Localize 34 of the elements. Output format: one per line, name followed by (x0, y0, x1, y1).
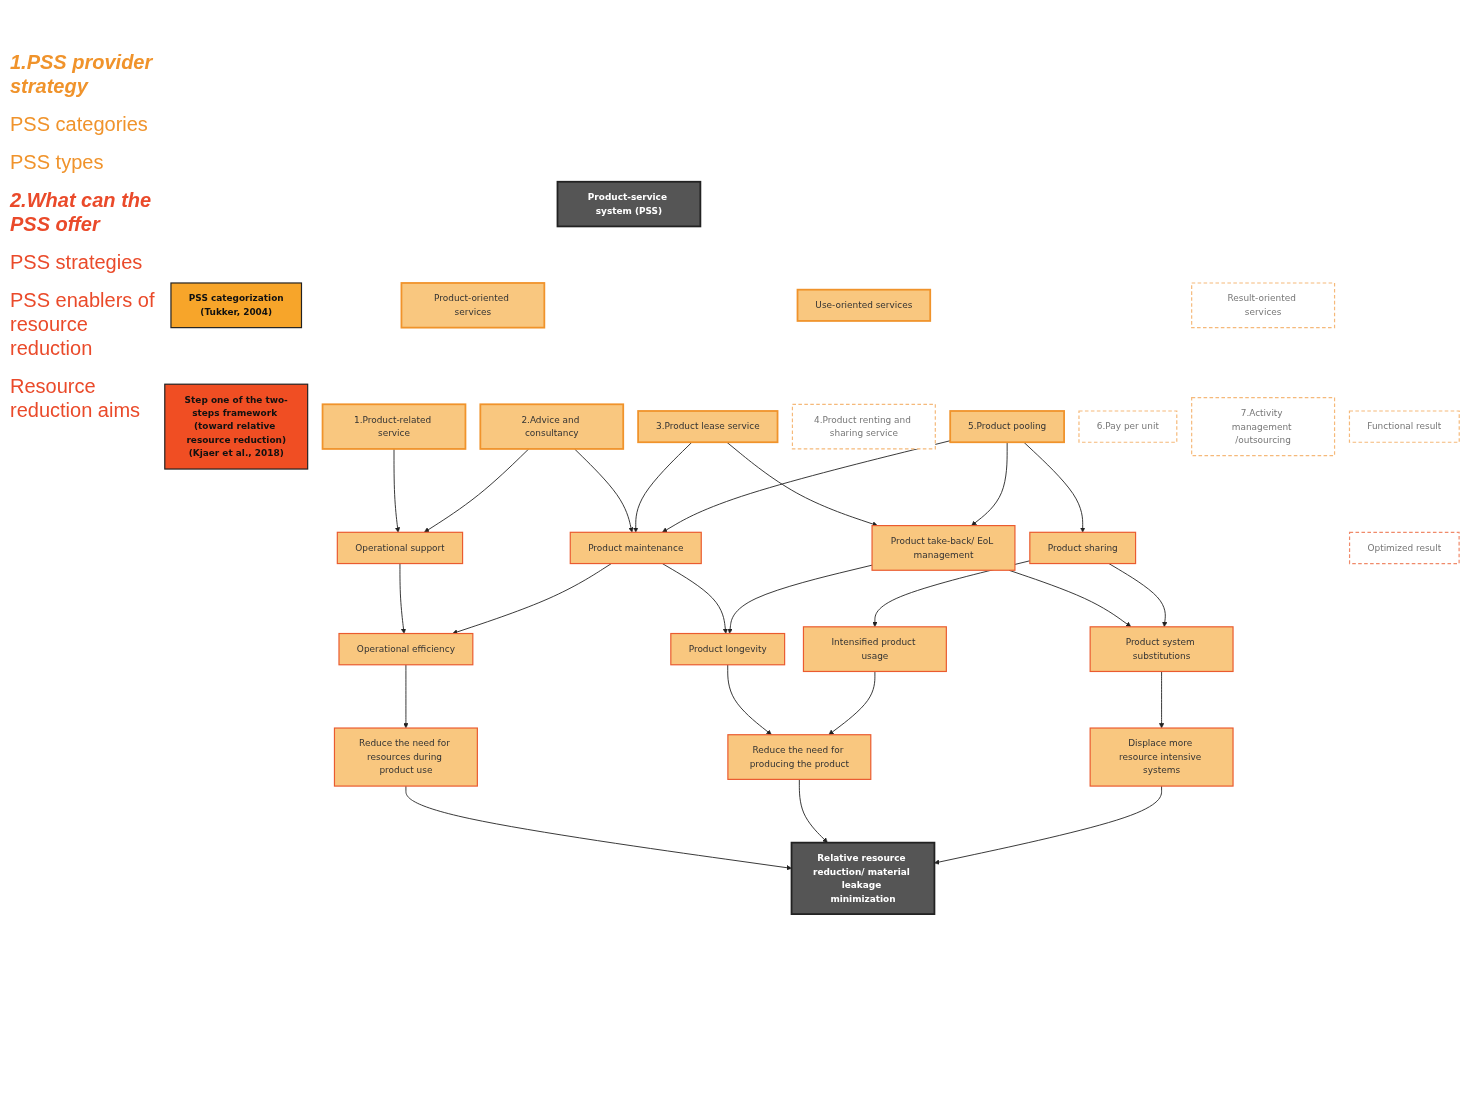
node-box: Product maintenance (569, 531, 702, 565)
node-box: Relative resource reduction/ material leakage minimization (790, 841, 936, 916)
node-box: Functional result (1348, 410, 1460, 443)
node-box: 4.Product renting and sharing service (791, 403, 936, 450)
node-box: Result-oriented services (1191, 282, 1336, 329)
node-box: Product-oriented services (400, 282, 546, 329)
node-box: Optimized result (1348, 531, 1460, 565)
node-box: 6.Pay per unit (1078, 410, 1178, 443)
row-label: Resource reduction aims (10, 374, 142, 422)
section-heading: 2.What can the PSS offer (10, 188, 153, 236)
row-label: PSS categories (10, 112, 149, 136)
node-box: 5.Product pooling (949, 410, 1065, 444)
node-box: Intensified product usage (802, 626, 947, 673)
node-box: Operational support (336, 531, 464, 565)
node-box: Operational efficiency (338, 633, 474, 666)
node-box: Product system substitutions (1089, 626, 1234, 673)
row-label: PSS enablers of resource reduction (10, 288, 156, 360)
node-box: Product-service system (PSS) (556, 180, 702, 228)
node-box: PSS categorization (Tukker, 2004) (170, 282, 303, 329)
node-box: Reduce the need for producing the product (727, 734, 872, 781)
node-box: Step one of the two-steps framework (toward relative resource reduction) (Kjaer et al., 2018) (164, 383, 309, 470)
row-label: PSS strategies (10, 250, 144, 274)
node-box: Product take-back/ EoL management (871, 525, 1016, 571)
node-box: 1.Product-related service (321, 403, 467, 450)
node-box: Reduce the need for resources during product use (333, 727, 478, 787)
node-box: 2.Advice and consultancy (479, 403, 625, 450)
node-box: 7.Activity management /outsourcing (1191, 397, 1336, 457)
node-box: Product sharing (1029, 531, 1137, 565)
section-heading: 1.PSS provider strategy (10, 50, 154, 98)
node-box: 3.Product lease service (637, 410, 779, 444)
node-box: Use-oriented services (796, 288, 932, 322)
node-box: Displace more resource intensive systems (1089, 727, 1234, 787)
row-label: PSS types (10, 150, 105, 174)
node-box: Product longevity (670, 633, 786, 666)
